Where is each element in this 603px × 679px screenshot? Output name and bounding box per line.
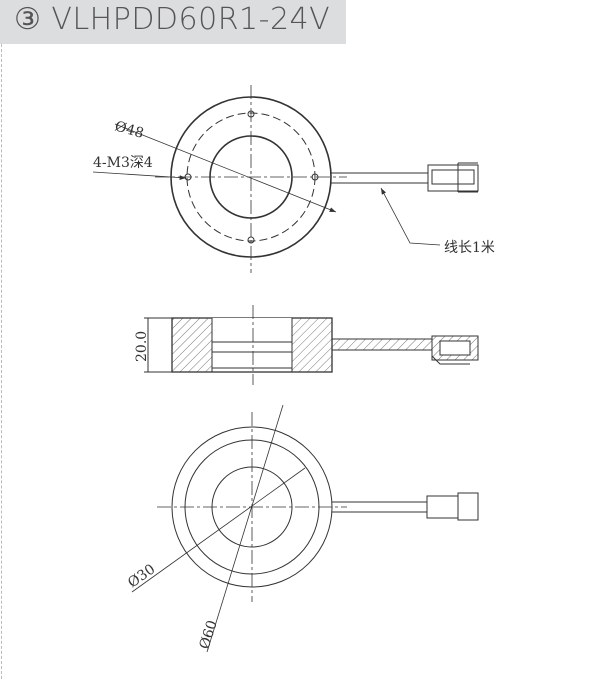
side-view bbox=[144, 305, 479, 385]
diameter-60-label: Ø60 bbox=[197, 618, 221, 651]
height-20-label: 20.0 bbox=[134, 331, 150, 362]
diameter-48-label: Ø48 bbox=[113, 118, 146, 141]
product-title: ③ VLHPDD60R1-24V bbox=[14, 2, 331, 37]
bottom-view bbox=[131, 404, 479, 653]
title-bar: ③ VLHPDD60R1-24V bbox=[0, 0, 346, 44]
diameter-30-label: Ø30 bbox=[125, 561, 158, 591]
top-view bbox=[92, 85, 479, 273]
cable-length-label: 线长1米 bbox=[444, 240, 495, 256]
page-border bbox=[1, 44, 2, 679]
hole-spec-label: 4-M3深4 bbox=[93, 155, 153, 171]
